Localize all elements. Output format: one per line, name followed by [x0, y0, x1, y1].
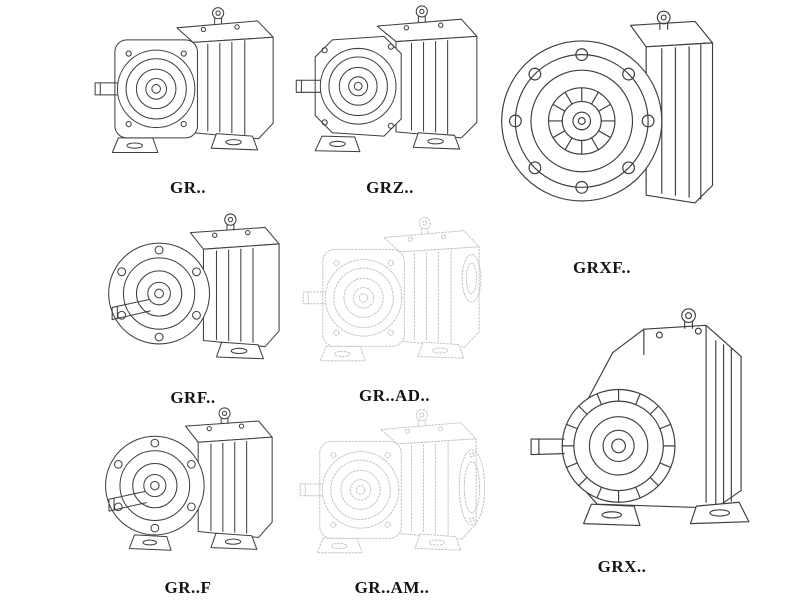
gearbox-drawing-gr-am-icon	[294, 404, 486, 574]
label-gr-ad: GR..AD..	[358, 386, 431, 405]
label-grx: GRX..	[597, 557, 647, 576]
figure-grf: GRF..	[88, 210, 298, 408]
label-grz: GRZ..	[366, 178, 414, 197]
gearbox-drawing-gr-f-icon	[90, 404, 286, 551]
gearbox-drawing-grxf-icon	[490, 0, 734, 240]
gearbox-drawing-grz-icon	[291, 2, 489, 174]
figure-gr: GR..	[88, 2, 288, 198]
gearbox-drawing-gr-icon	[89, 2, 287, 174]
label-gr: GR..	[170, 178, 206, 197]
figure-gr-am: GR..AM..	[292, 404, 492, 598]
figure-gr-f: GR..F	[88, 404, 288, 598]
figure-grz: GRZ..	[290, 2, 490, 198]
figure-gr-ad: GR..AD..	[292, 212, 497, 406]
gearbox-drawing-gr-ad-icon	[297, 212, 481, 382]
label-grxf: GRXF..	[572, 258, 632, 277]
label-gr-f: GR..F	[164, 578, 212, 597]
figure-grxf: GRXF..	[488, 0, 736, 278]
figure-grx: GRX..	[494, 302, 784, 577]
gearbox-drawing-grx-icon	[498, 302, 780, 545]
gearbox-drawing-grf-icon	[93, 210, 293, 384]
label-grf: GRF..	[170, 388, 216, 407]
label-gr-am: GR..AM..	[354, 578, 430, 597]
